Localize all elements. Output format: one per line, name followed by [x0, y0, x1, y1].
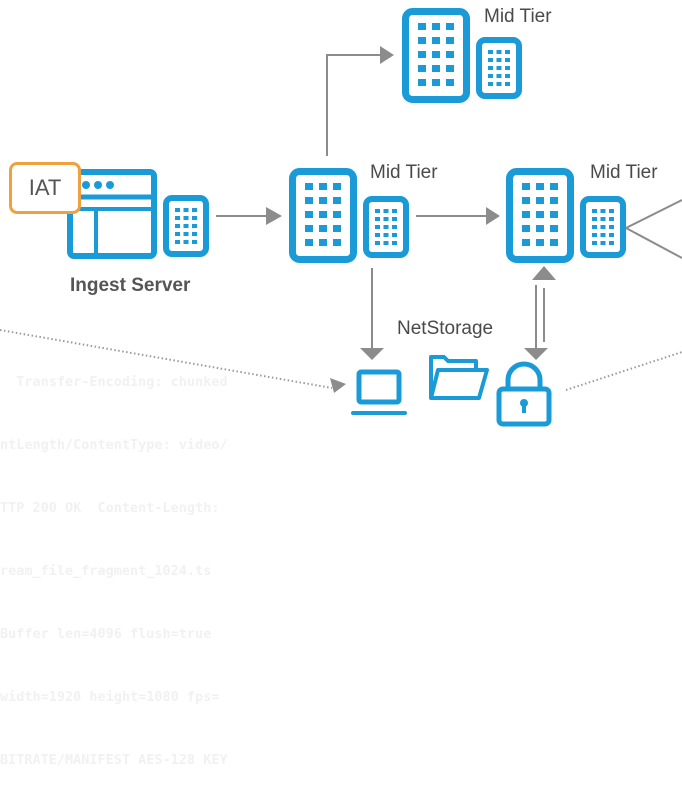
iat-label: IAT	[28, 175, 62, 200]
building-icon	[479, 40, 519, 96]
arrowhead-up	[532, 266, 556, 280]
arrowhead-right	[486, 207, 500, 225]
building-icon	[293, 172, 354, 260]
mid-tier-right-label: Mid Tier	[590, 162, 658, 183]
arrowhead-right	[380, 46, 394, 64]
fanout-line-2	[625, 227, 682, 259]
code-line: TTP 200 OK Content-Length:	[0, 500, 220, 516]
code-line: width=1920 height=1080 fps=	[0, 689, 220, 705]
iat-badge: IAT	[9, 162, 81, 214]
architecture-diagram	[0, 0, 682, 427]
arrow-mid-to-top	[326, 54, 380, 156]
mid-tier-top-label: Mid Tier	[484, 6, 552, 27]
arrowhead-down	[360, 348, 384, 360]
building-icon	[366, 199, 406, 255]
dotted-line-right	[565, 351, 682, 391]
folder-icon	[429, 355, 489, 400]
code-line: BITRATE/MANIFEST AES-128 KEY	[0, 752, 228, 768]
mid-tier-center-label: Mid Tier	[370, 162, 438, 183]
arrowheads	[266, 46, 556, 393]
building-icon	[583, 199, 623, 255]
dotted-line-left	[0, 329, 333, 389]
building-icon	[166, 198, 206, 254]
code-line: ream_file_fragment_1024.ts	[0, 563, 220, 579]
lock-icon	[496, 361, 552, 427]
building-icon	[510, 172, 571, 260]
arrowhead-down	[524, 348, 548, 360]
connector-lines	[216, 54, 682, 348]
arrowhead-right	[266, 207, 282, 225]
building-icon	[406, 12, 467, 100]
code-line: Buffer len=4096 flush=true	[0, 626, 220, 642]
code-line: Transfer-Encoding: chunked	[0, 374, 228, 390]
netstorage-label: NetStorage	[397, 318, 494, 339]
ingest-server-icon	[67, 169, 157, 259]
arrowhead-dotted	[330, 378, 346, 393]
code-line: ntLength/ContentType: video/	[0, 437, 228, 453]
dotted-lines	[0, 329, 682, 391]
ingest-server-label: Ingest Server	[70, 275, 191, 296]
laptop-icon	[351, 369, 407, 415]
fanout-line-1	[625, 199, 682, 229]
